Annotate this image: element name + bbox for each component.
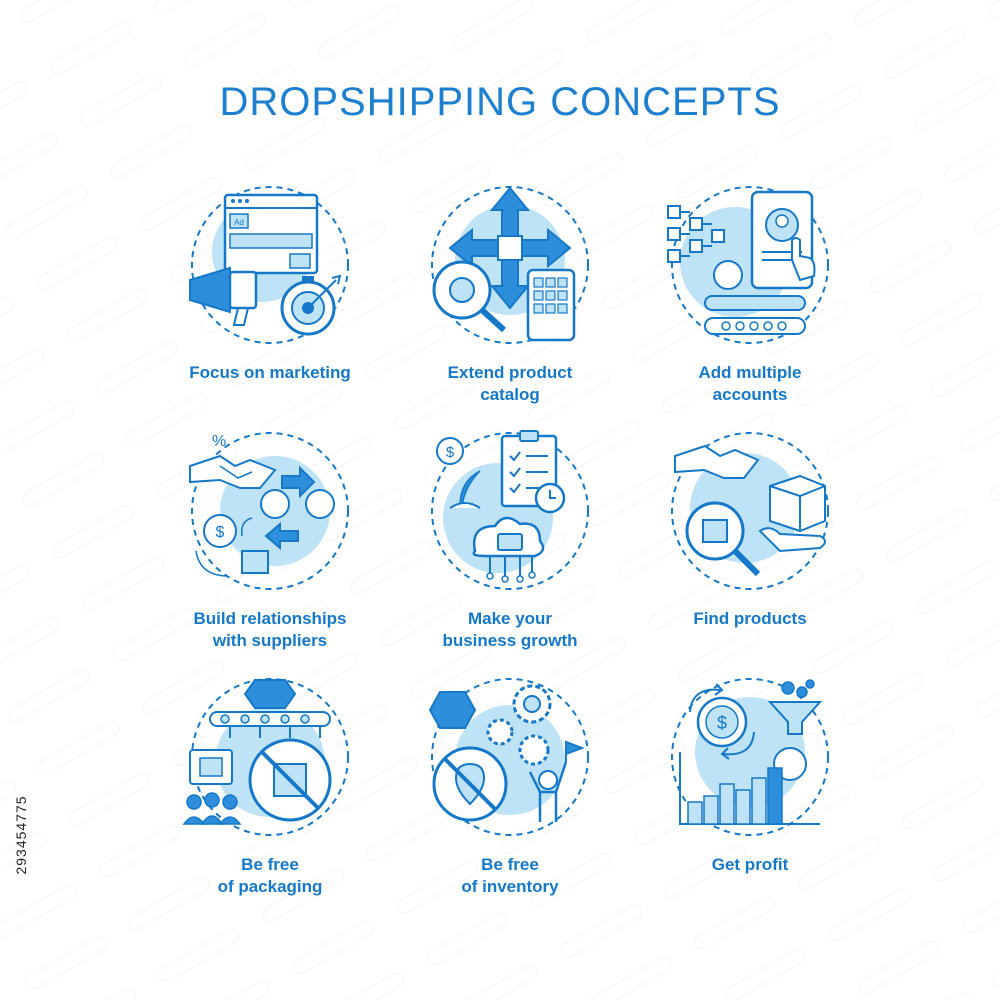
concept-card-profit: $ Get profit	[630, 652, 870, 898]
stock-image-id: 293454775	[6, 760, 36, 910]
concept-label-marketing: Focus on marketing	[189, 363, 351, 382]
stock-id-text: 293454775	[13, 795, 29, 875]
concept-label-suppliers: Build relationships with suppliers	[193, 609, 347, 650]
concept-card-suppliers: % $ Build relationships with suppliers	[150, 406, 390, 652]
concept-card-find: Find products	[630, 406, 870, 652]
currency-sign: $	[446, 444, 455, 461]
concepts-grid: Ad Focus on marketing	[150, 160, 870, 900]
currency-sign: $	[717, 713, 727, 733]
find-products-icon	[671, 432, 829, 590]
concept-label-find: Find products	[693, 609, 807, 628]
concept-card-growth: $ Make your business growth	[390, 406, 630, 652]
catalog-expand-icon	[431, 186, 589, 344]
concept-label-catalog: Extend product catalog	[447, 363, 573, 404]
no-inventory-icon	[428, 678, 589, 836]
page-title: DROPSHIPPING CONCEPTS	[219, 80, 781, 124]
currency-sign: $	[216, 524, 225, 541]
accounts-network-icon	[667, 186, 829, 344]
concept-label-inventory: Be free of inventory	[461, 855, 559, 896]
no-packaging-icon	[182, 678, 349, 836]
megaphone-target-icon: Ad	[189, 186, 349, 344]
concept-card-accounts: Add multiple accounts	[630, 160, 870, 406]
concept-card-packaging: Be free of packaging	[150, 652, 390, 898]
concept-card-marketing: Ad Focus on marketing	[150, 160, 390, 406]
profit-chart-icon: $	[671, 678, 829, 836]
concept-card-inventory: Be free of inventory	[390, 652, 630, 898]
concept-label-packaging: Be free of packaging	[217, 855, 323, 896]
percent-sign: %	[212, 433, 226, 450]
concept-label-growth: Make your business growth	[442, 609, 578, 650]
ad-label: Ad	[234, 218, 244, 227]
concept-label-profit: Get profit	[711, 855, 789, 874]
concept-card-catalog: Extend product catalog	[390, 160, 630, 406]
handshake-suppliers-icon: % $	[189, 432, 349, 590]
concept-label-accounts: Add multiple accounts	[698, 363, 802, 404]
growth-cloud-icon: $	[431, 430, 589, 590]
